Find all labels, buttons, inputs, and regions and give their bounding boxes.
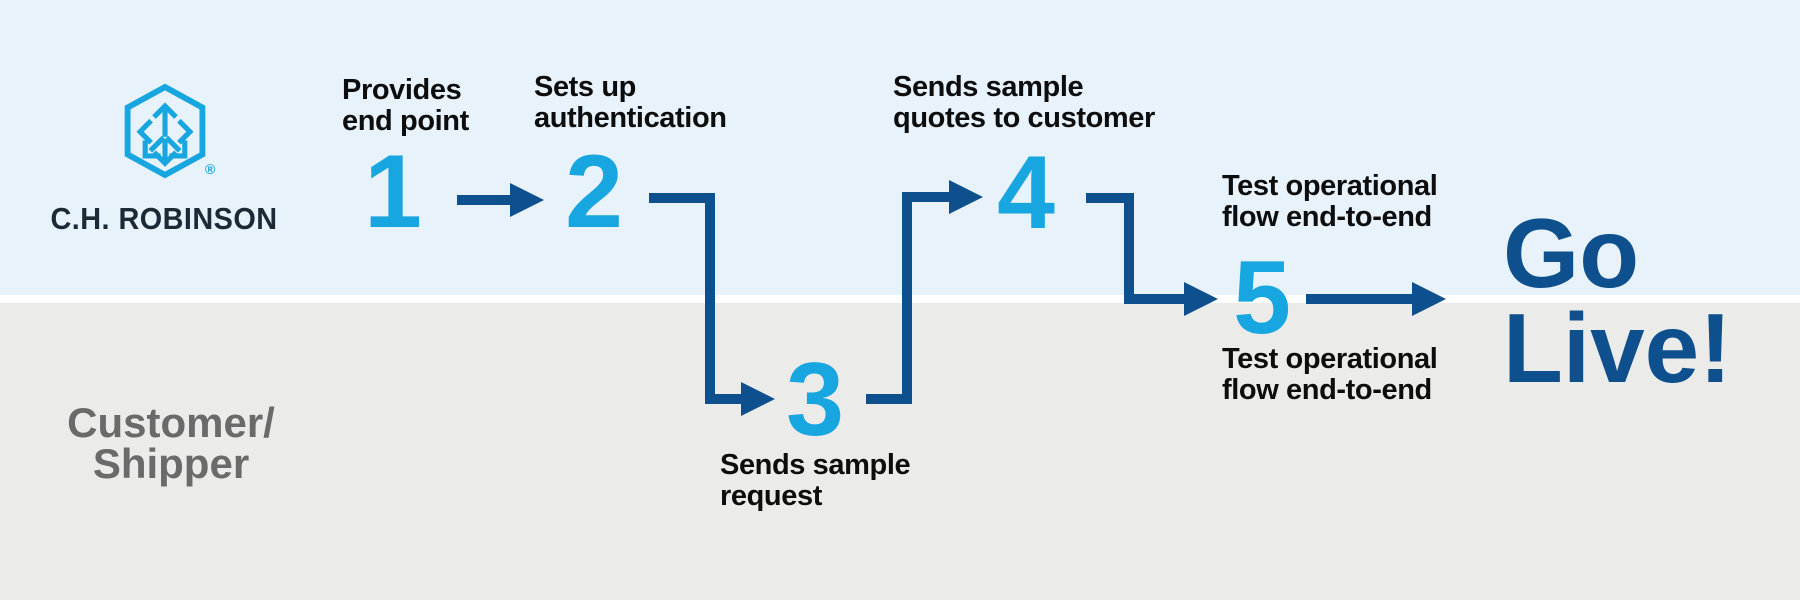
step-5-label-above: Test operational flow end-to-end [1222,170,1438,233]
step-1-label-line2: end point [342,105,469,137]
go-live-line1: Go [1503,198,1640,308]
step-3-label-line2: request [720,480,822,512]
customer-label-line2: Shipper [92,440,250,487]
step-2-label: Sets up authentication [534,72,727,134]
step-2-number: 2 [565,134,623,250]
customer-label-line1: Customer/ [67,399,275,446]
step-5-number: 5 [1233,240,1291,356]
step-4-number: 4 [997,135,1055,251]
step-2-label-line2: authentication [534,102,727,134]
step-5-label-below-line2: flow end-to-end [1222,374,1432,406]
step-5-label-below: Test operational flow end-to-end [1222,343,1438,406]
step-4-label: Sends sample quotes to customer [893,72,1155,134]
step-1-number: 1 [364,134,422,250]
step-1-label-line1: Provides [342,74,462,106]
step-2-label-line1: Sets up [534,71,636,103]
go-live-line2: Live! [1503,293,1732,403]
go-live-text: Go Live! [1503,198,1732,403]
step-5-label-above-line1: Test operational [1222,170,1438,202]
chr-hexagon-logo-icon [124,83,206,179]
step-3-label-line1: Sends sample [720,449,911,481]
chr-wordmark: C.H. ROBINSON [50,201,278,236]
step-4-label-line2: quotes to customer [893,102,1155,134]
step-5-label-below-line1: Test operational [1222,343,1438,375]
step-3-number: 3 [786,342,844,458]
step-4-label-line1: Sends sample [893,71,1084,103]
customer-shipper-label: Customer/ Shipper [38,399,304,487]
step-3-label: Sends sample request [720,449,911,512]
step-5-label-above-line2: flow end-to-end [1222,201,1432,233]
registered-trademark-icon: ® [205,161,216,177]
step-1-label: Provides end point [342,75,469,137]
